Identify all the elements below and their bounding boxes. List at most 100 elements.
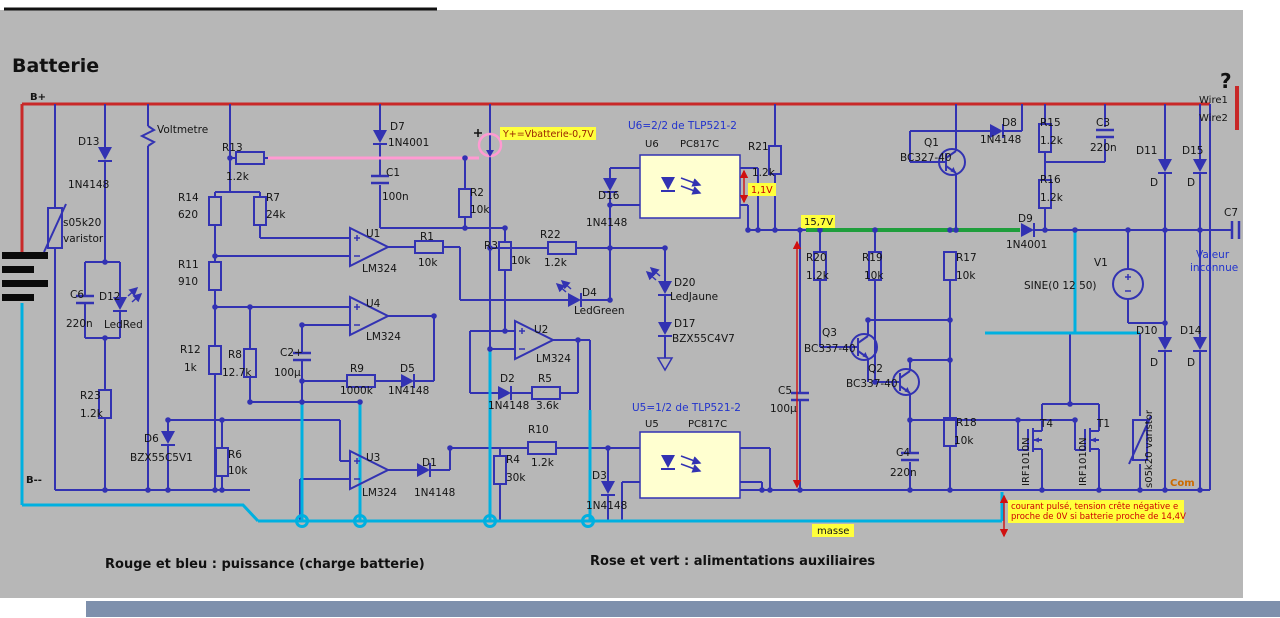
- u5-ref-label: U5: [645, 419, 659, 430]
- r9-val-label: 1000k: [340, 385, 374, 397]
- opto-u5-arrow-1: [680, 455, 702, 465]
- c2-ref-label: C2+: [280, 347, 303, 359]
- d6-ref-label: D6: [144, 433, 159, 445]
- d17-val-label: BZX55C4V7: [672, 333, 735, 345]
- c4-val-label: 220n: [890, 467, 917, 479]
- t4-ref-label: T4: [1039, 418, 1053, 430]
- masse-junction-3: [483, 514, 497, 528]
- v-opto-annotation: 1,1V: [751, 185, 773, 196]
- r23-ref-label: R23: [80, 390, 101, 402]
- d11-sub-label: D: [1150, 177, 1158, 189]
- r13-ref-label: R13: [222, 142, 243, 154]
- opto-u5-arrow-2: [680, 463, 702, 473]
- c5-val-label: 100µ: [770, 403, 797, 415]
- labels: Batterie B+ B-- ? Wire1 Wire2 Com Voltme…: [12, 55, 1238, 572]
- c7-ref-label: C7: [1224, 207, 1238, 219]
- window-bottom-bar: [86, 601, 1280, 617]
- led-d20-ray-2: [649, 267, 661, 277]
- d8-ref-label: D8: [1002, 117, 1017, 129]
- bminus-label: B--: [26, 475, 42, 486]
- d5-ref-label: D5: [400, 363, 415, 375]
- d2-val-label: 1N4148: [488, 400, 529, 412]
- r23-val-label: 1.2k: [80, 408, 104, 420]
- d12-val-label: LedRed: [104, 319, 143, 331]
- d3-val-label: 1N4148: [586, 500, 627, 512]
- d13-val-label: 1N4148: [68, 179, 109, 191]
- u4-ref-label: U4: [366, 298, 381, 310]
- c5-ref-label: C5: [778, 385, 792, 397]
- masse-annotation: masse: [817, 526, 849, 537]
- r18-ref-label: R18: [956, 417, 977, 429]
- d3-ref-label: D3: [592, 470, 607, 482]
- r1-ref-label: R1: [420, 231, 434, 243]
- d15-ref-label: D15: [1182, 145, 1203, 157]
- r9-ref-label: R9: [350, 363, 364, 375]
- r2-ref-label: R2: [470, 187, 484, 199]
- r20-val-label: 1.2k: [806, 270, 830, 282]
- pulse-annotation-line1: courant pulsé, tension crête négative e: [1011, 501, 1178, 512]
- v1-ref-label: V1: [1094, 257, 1108, 269]
- d12-ref-label: D12: [99, 291, 120, 303]
- wire1-label: Wire1: [1199, 95, 1228, 106]
- d10-ref-label: D10: [1136, 325, 1157, 337]
- d5-val-label: 1N4148: [388, 385, 429, 397]
- optocoupler-u6-body: [639, 154, 741, 219]
- r4-val-label: 30k: [506, 472, 526, 484]
- caption-power: Rouge et bleu : puissance (charge batter…: [105, 557, 425, 572]
- r14-val-label: 620: [178, 209, 198, 221]
- c6-val-label: 220n: [66, 318, 93, 330]
- yplus-tag-bg: [500, 127, 596, 140]
- u6-title-label: U6=2/2 de TLP521-2: [628, 120, 737, 132]
- u2-val-label: LM324: [536, 353, 571, 365]
- opto-u6-arrow-1: [680, 177, 702, 187]
- r6-val-label: 10k: [228, 465, 248, 477]
- r12-ref-label: R12: [180, 344, 201, 356]
- measurement-arrows: [739, 169, 1009, 538]
- d1-val-label: 1N4148: [414, 487, 455, 499]
- r3-ref-label: R3: [484, 240, 498, 252]
- r1-val-label: 10k: [418, 257, 438, 269]
- d16-val-label: 1N4148: [586, 217, 627, 229]
- u4-val-label: LM324: [366, 331, 401, 343]
- d13-ref-label: D13: [78, 136, 99, 148]
- q2-val-label: BC337-40: [846, 378, 898, 390]
- u6-ref-label: U6: [645, 139, 659, 150]
- down-arrow-mark: [486, 150, 494, 157]
- q1-val-label: BC327-40: [900, 152, 952, 164]
- r6-ref-label: R6: [228, 449, 242, 461]
- q3-ref-label: Q3: [822, 327, 837, 339]
- bplus-label: B+: [30, 92, 46, 103]
- d17-ref-label: D17: [674, 318, 695, 330]
- d4-ref-label: D4: [582, 287, 597, 299]
- t4-val-label: IRF1010N: [1021, 437, 1032, 486]
- r14-ref-label: R14: [178, 192, 199, 204]
- v-rail-tag-bg: [801, 215, 835, 228]
- valeur-line1-label: Valeur: [1196, 249, 1230, 261]
- r3-val-label: 10k: [511, 255, 531, 267]
- r5-val-label: 3.6k: [536, 400, 560, 412]
- component-symbols: [43, 123, 1241, 499]
- d14-ref-label: D14: [1180, 325, 1202, 337]
- c6-ref-label: C6: [70, 289, 84, 301]
- q1-ref-label: Q1: [924, 137, 939, 149]
- u6-val-label: PC817C: [680, 139, 719, 150]
- d11-ref-label: D11: [1136, 145, 1157, 157]
- r13-val-label: 1.2k: [226, 171, 250, 183]
- masse-junction-4: [581, 514, 595, 528]
- q3-val-label: BC337-40: [804, 343, 856, 355]
- opto-u6-arrow-2: [680, 185, 702, 195]
- d16-ref-label: D16: [598, 190, 620, 202]
- c1-ref-label: C1: [386, 167, 400, 179]
- optocoupler-u5-body: [639, 431, 741, 499]
- d7-val-label: 1N4001: [388, 137, 429, 149]
- c1-val-label: 100n: [382, 191, 409, 203]
- r12-val-label: 1k: [184, 362, 198, 374]
- r7-ref-label: R7: [266, 192, 280, 204]
- highlight-tags: [500, 127, 1184, 537]
- c3-ref-label: C3: [1096, 117, 1110, 129]
- yplus-annotation: Y+=Vbatterie-0,7V: [502, 129, 594, 140]
- page-title: Batterie: [12, 55, 99, 77]
- r2-val-label: 10k: [470, 204, 490, 216]
